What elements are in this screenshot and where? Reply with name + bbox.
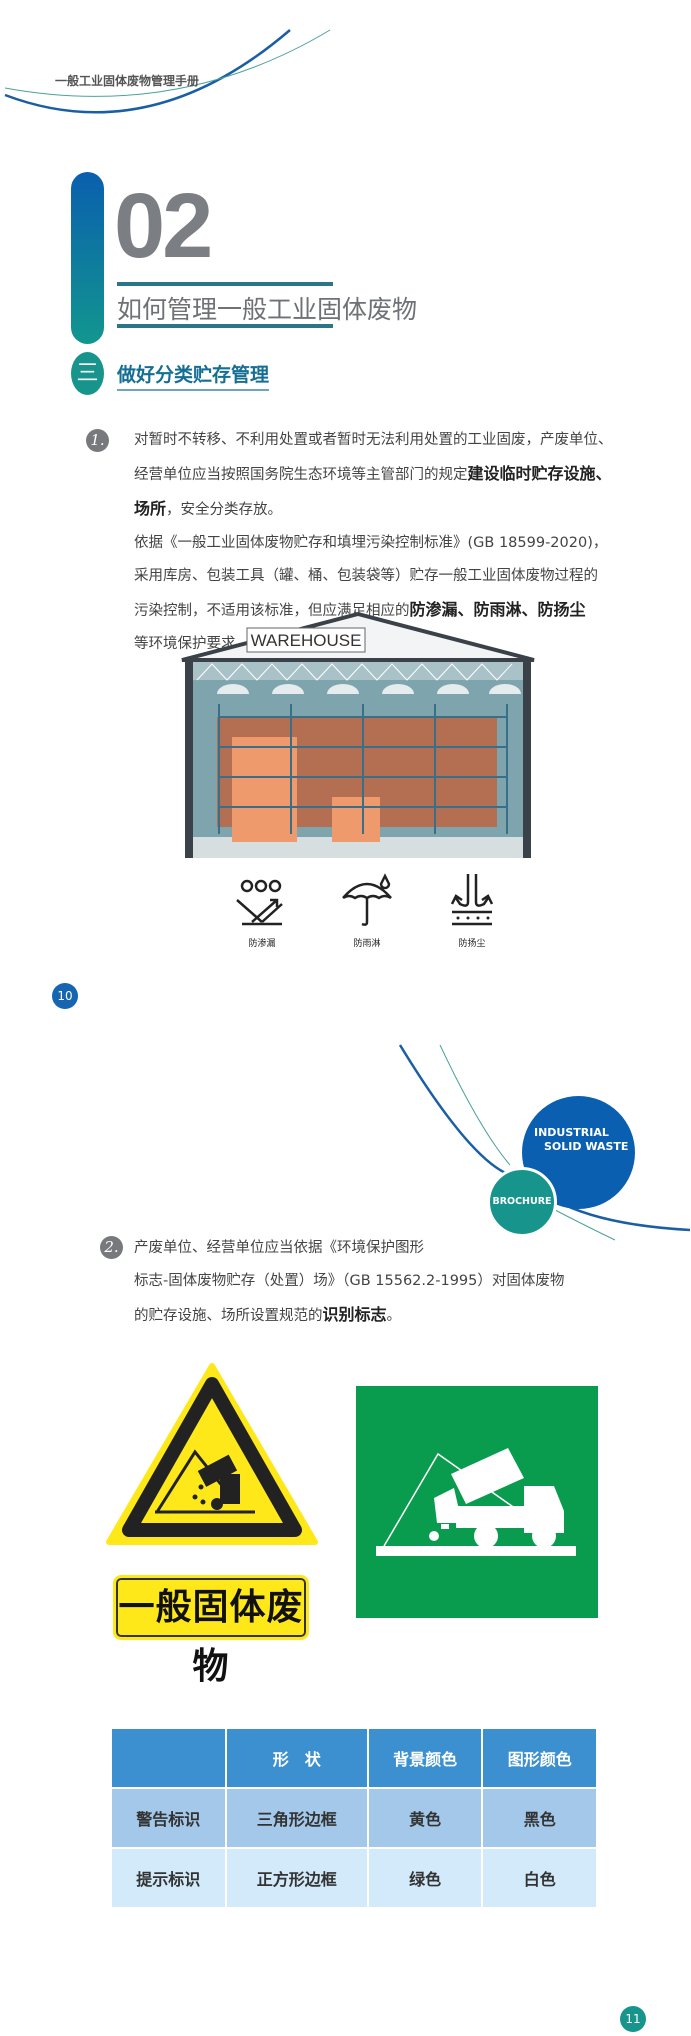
warehouse-illustration: WAREHOUSE — [181, 612, 535, 858]
cell: 警告标识 — [110, 1787, 227, 1849]
cell: 绿色 — [366, 1847, 484, 1909]
text: 采用库房、包装工具（罐、桶、包装袋等）贮存一般工业固体废物过程的 — [134, 568, 598, 584]
header-cell — [110, 1727, 227, 1789]
text: 产废单位、经营单位应当依据《环境保护图形 — [134, 1240, 424, 1256]
bold-text: 建设临时贮存设施、 — [467, 464, 612, 483]
notice-sign — [356, 1386, 598, 1618]
cell: 白色 — [481, 1847, 598, 1909]
dump-truck-icon — [376, 1448, 576, 1556]
text: 。 — [386, 1308, 402, 1324]
text: 标志-固体废物贮存（处置）场》（GB 15562.2-1995）对固体废物 — [134, 1273, 565, 1289]
sign-table: 形 状背景颜色图形颜色 警告标识三角形边框黄色黑色 提示标识正方形边框绿色白色 — [110, 1727, 598, 1909]
bold-text: 防渗漏、防雨淋、防扬尘 — [409, 600, 586, 619]
text: 经营单位应当按照国务院生态环境等主管部门的规定 — [134, 467, 468, 483]
text: 污染控制，不适用该标准，但应满足相应的 — [134, 603, 410, 619]
cell: 三角形边框 — [224, 1787, 369, 1849]
text: INDUSTRIAL — [534, 1126, 609, 1139]
page-number: 10 — [52, 983, 78, 1009]
icon-label: 防渗漏 — [248, 939, 276, 949]
icon-label: 防雨淋 — [353, 939, 381, 949]
section-title: 做好分类贮存管理 — [117, 360, 270, 391]
warehouse-sign: WAREHOUSE — [251, 631, 362, 650]
table-header-row: 形 状背景颜色图形颜色 — [110, 1727, 598, 1789]
table-row: 警告标识三角形边框黄色黑色 — [110, 1787, 598, 1849]
text: ，安全分类存放。 — [166, 502, 283, 518]
brochure-badge: BROCHURE — [487, 1167, 557, 1237]
bold-text: 场所 — [134, 499, 167, 518]
table-row: 提示标识正方形边框绿色白色 — [110, 1847, 598, 1909]
chapter-number: 02 — [114, 175, 213, 277]
divider — [117, 324, 333, 328]
anti-dust-item: 防扬尘 — [432, 870, 512, 949]
item-number: 2. — [100, 1236, 123, 1259]
header-cell: 形 状 — [224, 1727, 369, 1789]
text: 的贮存设施、场所设置规范的 — [134, 1308, 323, 1324]
paragraph-1: 对暂时不转移、不利用处置或者暂时无法利用处置的工业固废，产废单位、 经营单位应当… — [134, 424, 614, 661]
text: 对暂时不转移、不利用处置或者暂时无法利用处置的工业固废，产废单位、 — [134, 432, 613, 448]
general-solid-waste-label: 一般固体废物 — [113, 1575, 309, 1687]
chapter-bar — [71, 172, 104, 344]
dust-icon — [450, 874, 494, 926]
page-number: 11 — [620, 2006, 646, 2032]
cell: 黑色 — [481, 1787, 598, 1849]
text: SOLID WASTE — [544, 1140, 629, 1153]
header-cell: 图形颜色 — [481, 1727, 598, 1789]
paragraph-2: 产废单位、经营单位应当依据《环境保护图形 标志-固体废物贮存（处置）场》（GB … — [134, 1232, 614, 1333]
icon-label: 防扬尘 — [458, 939, 486, 949]
section-badge: 三 — [71, 352, 104, 395]
text: 依据《一般工业固体废物贮存和填埋污染控制标准》(GB 18599-2020)， — [134, 535, 608, 551]
chapter-title: 如何管理一般工业固体废物 — [117, 295, 418, 324]
anti-rain-item: 防雨淋 — [327, 870, 407, 949]
umbrella-icon — [342, 873, 392, 926]
item-number: 1. — [86, 429, 109, 452]
cell: 黄色 — [366, 1787, 484, 1849]
bold-text: 识别标志 — [322, 1305, 387, 1324]
manual-title: 一般工业固体废物管理手册 — [55, 74, 200, 88]
cell: 提示标识 — [110, 1847, 227, 1909]
cell: 正方形边框 — [224, 1847, 369, 1909]
warning-sign — [106, 1363, 318, 1545]
divider — [117, 282, 333, 286]
header-cell: 背景颜色 — [366, 1727, 484, 1789]
anti-seepage-item: 防渗漏 — [222, 870, 302, 949]
seepage-icon — [236, 879, 283, 926]
